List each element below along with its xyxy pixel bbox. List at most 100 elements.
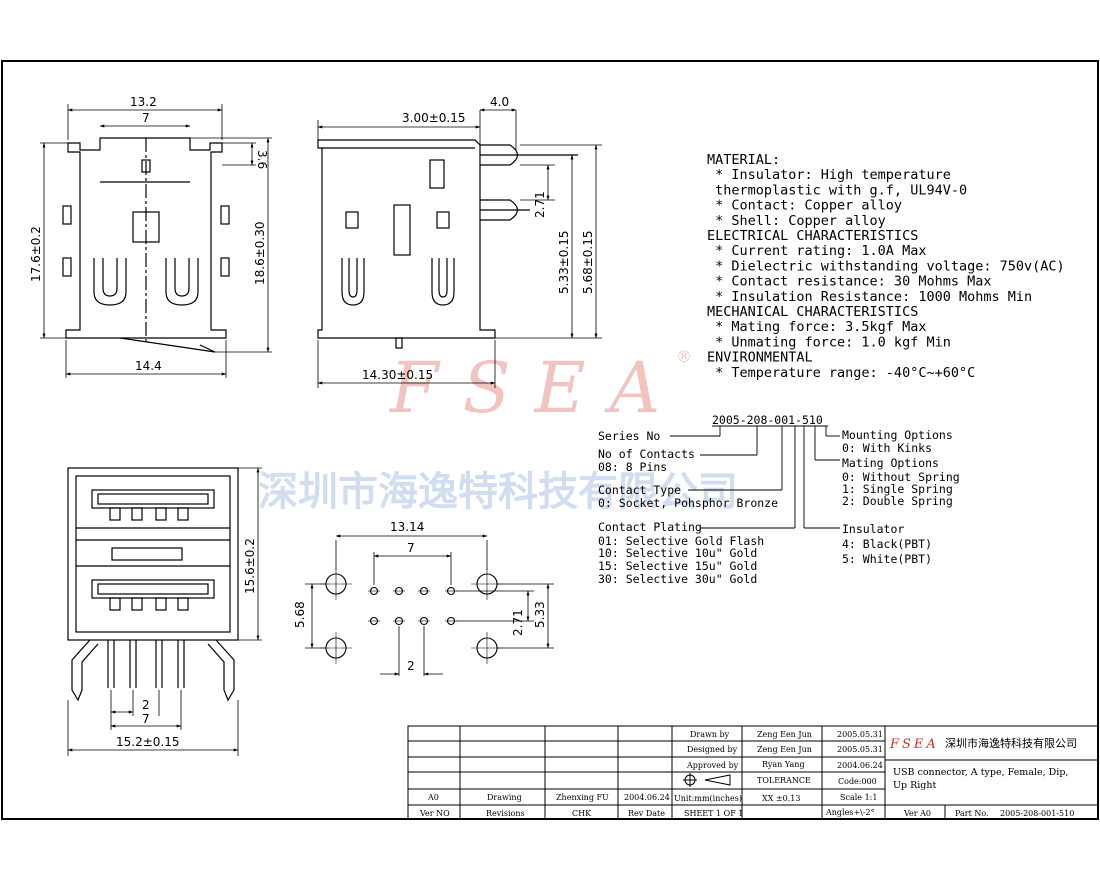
bottom-view-labels: 15.6±0.2 2 7 15.2±0.15: [116, 538, 257, 749]
dim-pcb-row: 2.71: [511, 609, 525, 636]
contact-type-title: Contact Type: [598, 483, 681, 497]
dim-side-top: 4.0: [490, 95, 509, 109]
designed-name: Zeng Een Jun: [757, 745, 812, 754]
spec-line: * Insulation Resistance: 1000 Mohms Min: [707, 289, 1032, 305]
units-label: Unit:mm(inches): [674, 794, 742, 803]
rev-chk: Zhenxing FU: [556, 793, 609, 802]
dim-bottom-height: 15.6±0.2: [243, 538, 257, 594]
dim-front-height-left: 17.6±0.2: [29, 226, 43, 282]
dim-pcb-pitch: 2: [407, 659, 415, 673]
front-view-dimensions: [40, 104, 272, 378]
pcb-layout: [320, 568, 503, 664]
side-view-labels: 3.00±0.15 4.0 2.71 5.33±0.15 5.68±0.15 1…: [362, 95, 595, 382]
dim-side-h2: 5.68±0.15: [581, 231, 595, 295]
tolerance-value: XX ±0.13: [762, 794, 800, 803]
plating-3: 30: Selective 30u" Gold: [598, 572, 757, 586]
spec-line: MECHANICAL CHARACTERISTICS: [707, 304, 918, 320]
pcb-labels: 13.14 7 5.68 2.71 5.33 2: [293, 520, 547, 673]
spec-line: * Dielectric withstanding voltage: 750v(…: [707, 258, 1065, 274]
front-view-labels: 13.2 7 3.6 17.6±0.2 18.6±0.30 14.4: [29, 95, 269, 373]
pcb-dimensions: [305, 534, 554, 676]
drawn-label: Drawn by: [690, 730, 730, 739]
dim-front-height-right: 18.6±0.30: [253, 222, 267, 286]
dim-pcb-inner: 7: [407, 541, 415, 555]
drawing-title-2: Up Right: [893, 780, 936, 791]
bottom-view: [67, 467, 239, 702]
part-code-breakdown: 2005-208-001-510 Series No No of Contact…: [598, 413, 960, 586]
dim-front-inner: 7: [142, 111, 150, 125]
hdr-revisions: Revisions: [486, 809, 525, 818]
plating-2: 15: Selective 15u" Gold: [598, 559, 757, 573]
designed-date: 2005.05.31: [837, 745, 883, 754]
spec-line: * Insulator: High temperature: [707, 167, 951, 183]
plating-title: Contact Plating: [598, 520, 702, 534]
spec-lines: MATERIAL: * Insulator: High temperature …: [707, 152, 1065, 381]
spec-line: * Unmating force: 1.0 kgf Min: [707, 334, 951, 350]
mating-1: 1: Single Spring: [842, 482, 953, 496]
dim-pcb-right: 5.33: [533, 601, 547, 628]
dim-side-top-offset: 3.00±0.15: [402, 111, 466, 125]
ver-label: Ver A0: [903, 809, 931, 818]
watermark-company: 深圳市海逸特科技有限公司: [258, 469, 738, 515]
designed-label: Designed by: [687, 745, 738, 754]
hdr-chk: CHK: [572, 809, 592, 818]
part-code-leaders: [670, 425, 840, 529]
drawing-title: USB connector, A type, Female, Dip,: [893, 767, 1068, 778]
mounting-value: 0: With Kinks: [842, 441, 932, 455]
rev-ver: A0: [427, 793, 439, 802]
rev-desc: Drawing: [487, 793, 522, 802]
series-label: Series No: [598, 429, 660, 443]
watermark: FSEA ® 深圳市海逸特科技有限公司: [258, 347, 738, 515]
insulator-0: 4: Black(PBT): [842, 537, 932, 551]
dim-front-width: 13.2: [130, 95, 157, 109]
rev-date: 2004.06.24: [624, 793, 670, 802]
dim-bottom-width: 15.2±0.15: [116, 735, 180, 749]
hdr-ver: Ver NO: [419, 809, 450, 818]
plating-1: 10: Selective 10u" Gold: [598, 546, 757, 560]
dim-front-bottom: 14.4: [135, 359, 162, 373]
side-view-dimensions: [317, 108, 602, 388]
spec-line: * Current rating: 1.0A Max: [707, 243, 926, 259]
watermark-registered: ®: [676, 347, 692, 366]
mating-2: 2: Double Spring: [842, 494, 953, 508]
contacts-value: 08: 8 Pins: [598, 460, 667, 474]
dim-pcb-width: 13.14: [390, 520, 424, 534]
title-block-logo: FSEA: [889, 737, 939, 752]
drawn-date: 2005.05.31: [837, 730, 883, 739]
spec-line: thermoplastic with g.f, UL94V-0: [707, 182, 967, 198]
dim-bottom-inner: 7: [142, 712, 150, 726]
spec-line: * Shell: Copper alloy: [707, 213, 886, 229]
specifications: MATERIAL: * Insulator: High temperature …: [707, 152, 1065, 381]
title-block-header: FSEA 深圳市海逸特科技有限公司 USB connector, A type,…: [889, 736, 1077, 791]
part-no-value: 2005-208-001-510: [1000, 809, 1074, 818]
spec-line: ENVIRONMENTAL: [707, 350, 813, 366]
hdr-rev-date: Rev Date: [628, 809, 665, 818]
insulator-title: Insulator: [842, 522, 904, 536]
sheet-label: SHEET 1 OF 1: [684, 809, 743, 818]
title-block-company: 深圳市海逸特科技有限公司: [945, 736, 1077, 750]
spec-line: * Mating force: 3.5kgf Max: [707, 319, 926, 335]
scale-label: Scale 1:1: [840, 793, 877, 802]
approved-label: Approved by: [686, 761, 739, 770]
spec-line: ELECTRICAL CHARACTERISTICS: [707, 228, 918, 244]
spec-line: * Contact resistance: 30 Mohms Max: [707, 274, 991, 290]
spec-line: * Contact: Copper alloy: [707, 198, 902, 214]
angles-label: Angles+\-2°: [825, 808, 875, 817]
dim-side-pin: 2.71: [533, 191, 547, 218]
plating-0: 01: Selective Gold Flash: [598, 534, 764, 548]
title-block-text: Drawn by Zeng Een Jun 2005.05.31 Designe…: [419, 730, 1074, 818]
dim-side-h1: 5.33±0.15: [557, 231, 571, 295]
title-block: [407, 725, 1099, 820]
dim-front-top: 3.6: [255, 150, 269, 169]
code-label: Code:000: [838, 777, 877, 786]
side-view: [317, 139, 578, 349]
dim-bottom-pitch: 2: [142, 698, 150, 712]
front-view: [62, 137, 230, 353]
approved-name: Ryan Yang: [762, 760, 805, 769]
tolerance-label: TOLERANCE: [757, 776, 811, 785]
approved-date: 2004.06.24: [837, 761, 883, 770]
drawn-name: Zeng Een Jun: [757, 730, 812, 739]
watermark-logo: FSEA: [388, 347, 684, 429]
mating-title: Mating Options: [842, 456, 939, 470]
